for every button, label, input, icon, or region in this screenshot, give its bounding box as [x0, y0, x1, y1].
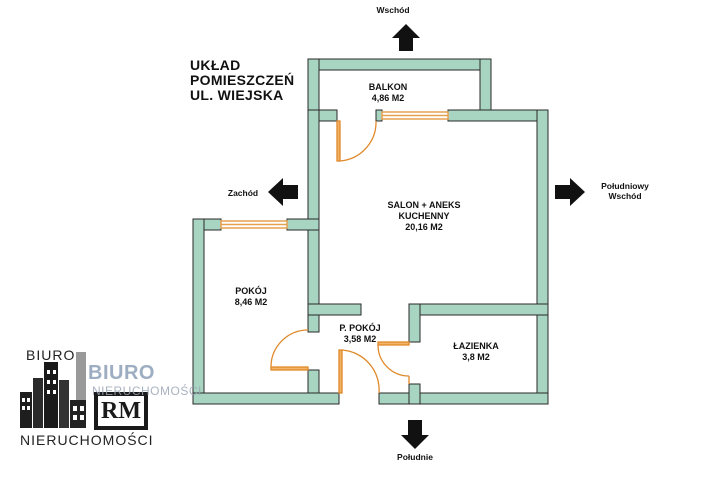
arrow-north-icon: [392, 24, 420, 51]
hall-wall-top: [307, 303, 362, 316]
room-name: ŁAZIENKA: [453, 341, 499, 351]
arrow-west-icon: [268, 178, 298, 206]
balcony-wall-right: [479, 58, 492, 116]
window-balcony: [381, 111, 449, 120]
bath-wall-top: [408, 303, 549, 316]
pokoj-wall-top-right: [286, 218, 320, 231]
room-name-line-2: KUCHENNY: [398, 211, 450, 221]
salon-wall-top-right: [447, 109, 549, 122]
room-area: 8,46 M2: [234, 297, 268, 307]
logo-watermark-bottom: NIERUCHOMOŚCI: [92, 384, 202, 398]
room-name-line-1: SALON + ANEKS: [387, 200, 461, 210]
pokoj-wall-left: [192, 218, 205, 405]
door-bathroom: [377, 341, 410, 384]
room-name: P. POKÓJ: [339, 323, 381, 333]
room-area: 4,86 M2: [371, 93, 405, 103]
direction-label-east-line-1: Południowy: [601, 181, 649, 191]
room-label-balkon: BALKON 4,86 M2: [360, 82, 416, 104]
bath-wall-left-upper: [408, 303, 421, 343]
direction-label-east-line-2: Wschód: [608, 191, 642, 201]
door-entrance: [338, 349, 380, 394]
wall-bottom-right: [378, 392, 549, 405]
doors: [270, 120, 410, 394]
logo-mark: RM: [101, 398, 141, 424]
direction-label-east: Południowy Wschód: [590, 181, 660, 201]
plan-title: UKŁAD POMIESZCZEŃ UL. WIEJSKA: [190, 58, 294, 103]
room-label-przedpokoj: P. POKÓJ 3,58 M2: [332, 323, 388, 345]
logo-text-bottom: NIERUCHOMOŚCI: [20, 432, 154, 448]
room-area: 3,58 M2: [343, 334, 377, 344]
room-label-salon: SALON + ANEKS KUCHENNY 20,16 M2: [374, 200, 474, 233]
direction-label-north: Wschód: [376, 5, 410, 15]
door-pokoj: [270, 329, 309, 371]
door-balcony: [336, 120, 377, 162]
room-area: 3,8 M2: [462, 352, 490, 362]
bath-wall-left-lower: [408, 383, 421, 405]
salon-wall-top-mid: [375, 109, 383, 122]
plan-title-line-1: UKŁAD: [190, 57, 241, 73]
arrow-south-icon: [401, 420, 429, 449]
walls: [192, 58, 549, 405]
room-name: BALKON: [368, 82, 408, 92]
windows: [220, 111, 449, 229]
logo-graphic: [20, 352, 148, 430]
direction-label-south: Południe: [397, 452, 433, 462]
wall-right: [536, 109, 549, 405]
wall-bottom-left: [192, 392, 340, 405]
plan-title-line-2: POMIESZCZEŃ: [190, 72, 295, 88]
direction-arrows: [268, 24, 585, 449]
logo-watermark-top: BIURO: [88, 362, 155, 384]
window-pokoj: [220, 220, 288, 229]
direction-label-west: Zachód: [227, 188, 259, 198]
room-area: 20,16 M2: [405, 222, 443, 232]
balcony-wall-top: [307, 58, 492, 71]
room-name: POKÓJ: [235, 286, 267, 296]
room-label-lazienka: ŁAZIENKA 3,8 M2: [448, 341, 504, 363]
plan-title-line-3: UL. WIEJSKA: [190, 87, 284, 103]
logo-text-top: BIURO: [26, 347, 76, 363]
room-label-pokoj: POKÓJ 8,46 M2: [226, 286, 276, 308]
arrow-east-icon: [555, 178, 585, 206]
